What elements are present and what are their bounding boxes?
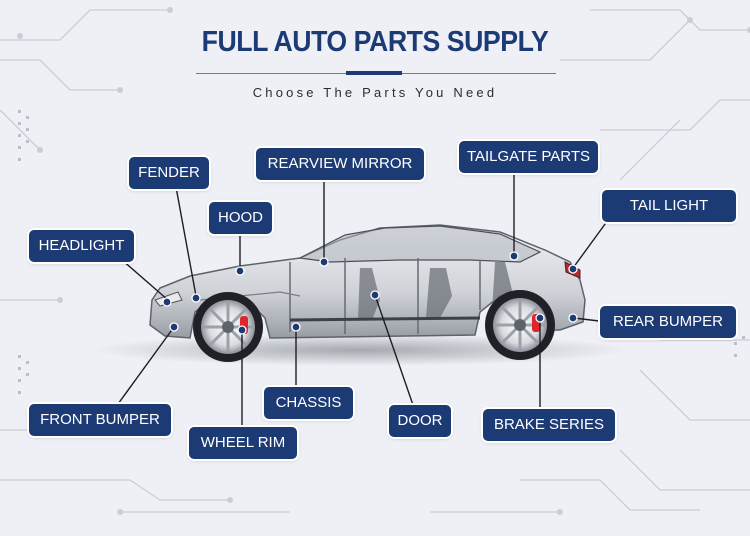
chassis-marker [291, 322, 301, 332]
title-divider-accent [346, 71, 402, 75]
label-headlight: HEADLIGHT [29, 230, 134, 262]
label-hood: HOOD [209, 202, 272, 234]
headlight-marker [162, 297, 172, 307]
page-title: FULL AUTO PARTS SUPPLY [201, 26, 549, 58]
hood-marker [235, 266, 245, 276]
front-bumper-marker [169, 322, 179, 332]
label-rear-bumper: REAR BUMPER [600, 306, 736, 338]
label-brake-series: BRAKE SERIES [483, 409, 615, 441]
fender-marker [191, 293, 201, 303]
car-interior [358, 262, 512, 320]
car-windows [298, 225, 542, 263]
label-chassis: CHASSIS [264, 387, 353, 419]
label-tail-light: TAIL LIGHT [602, 190, 736, 222]
door-marker [370, 290, 380, 300]
rear-bumper-marker [568, 313, 578, 323]
tail-light-marker [568, 264, 578, 274]
rear-wheel [485, 290, 555, 360]
label-wheel-rim: WHEEL RIM [189, 427, 297, 459]
rearview-mirror-marker [319, 257, 329, 267]
label-door: DOOR [389, 405, 451, 437]
label-rearview-mirror: REARVIEW MIRROR [256, 148, 424, 180]
label-fender: FENDER [129, 157, 209, 189]
page-subtitle: Choose The Parts You Need [252, 85, 498, 100]
label-tailgate-parts: TAILGATE PARTS [459, 141, 598, 173]
brake-marker [535, 313, 545, 323]
label-front-bumper: FRONT BUMPER [29, 404, 171, 436]
wheel-rim-marker [237, 325, 247, 335]
tailgate-marker [509, 251, 519, 261]
